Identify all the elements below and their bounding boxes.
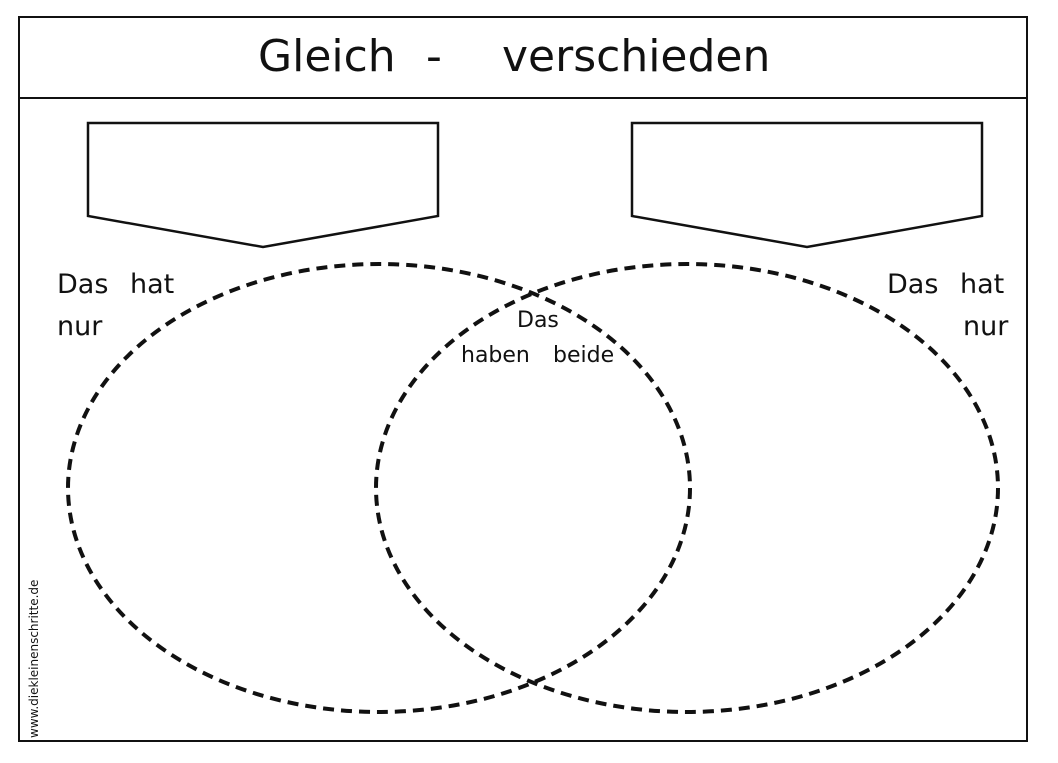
right-label-nur: nur	[963, 311, 1009, 342]
left-label-das: Das	[57, 269, 109, 300]
intersection-label-das: Das	[517, 308, 559, 333]
intersection-label-beide: beide	[553, 343, 615, 368]
intersection-label-haben: haben	[461, 343, 530, 368]
right-name-box[interactable]	[630, 121, 984, 249]
title-dash: -	[426, 31, 442, 82]
title-bar: Gleich - verschieden	[20, 18, 1026, 99]
title-verschieden: verschieden	[502, 31, 771, 82]
left-label-nur: nur	[57, 311, 103, 342]
left-name-box[interactable]	[86, 121, 440, 249]
watermark-text: www.diekleinenschritte.de	[27, 579, 41, 738]
right-label-hat: hat	[960, 269, 1005, 300]
right-label-das: Das	[887, 269, 939, 300]
left-set-ellipse	[66, 262, 692, 714]
title-gleich: Gleich	[258, 31, 396, 82]
right-set-ellipse	[374, 262, 1000, 714]
worksheet-frame: Gleich - verschieden	[18, 16, 1028, 742]
left-label-hat: hat	[130, 269, 175, 300]
